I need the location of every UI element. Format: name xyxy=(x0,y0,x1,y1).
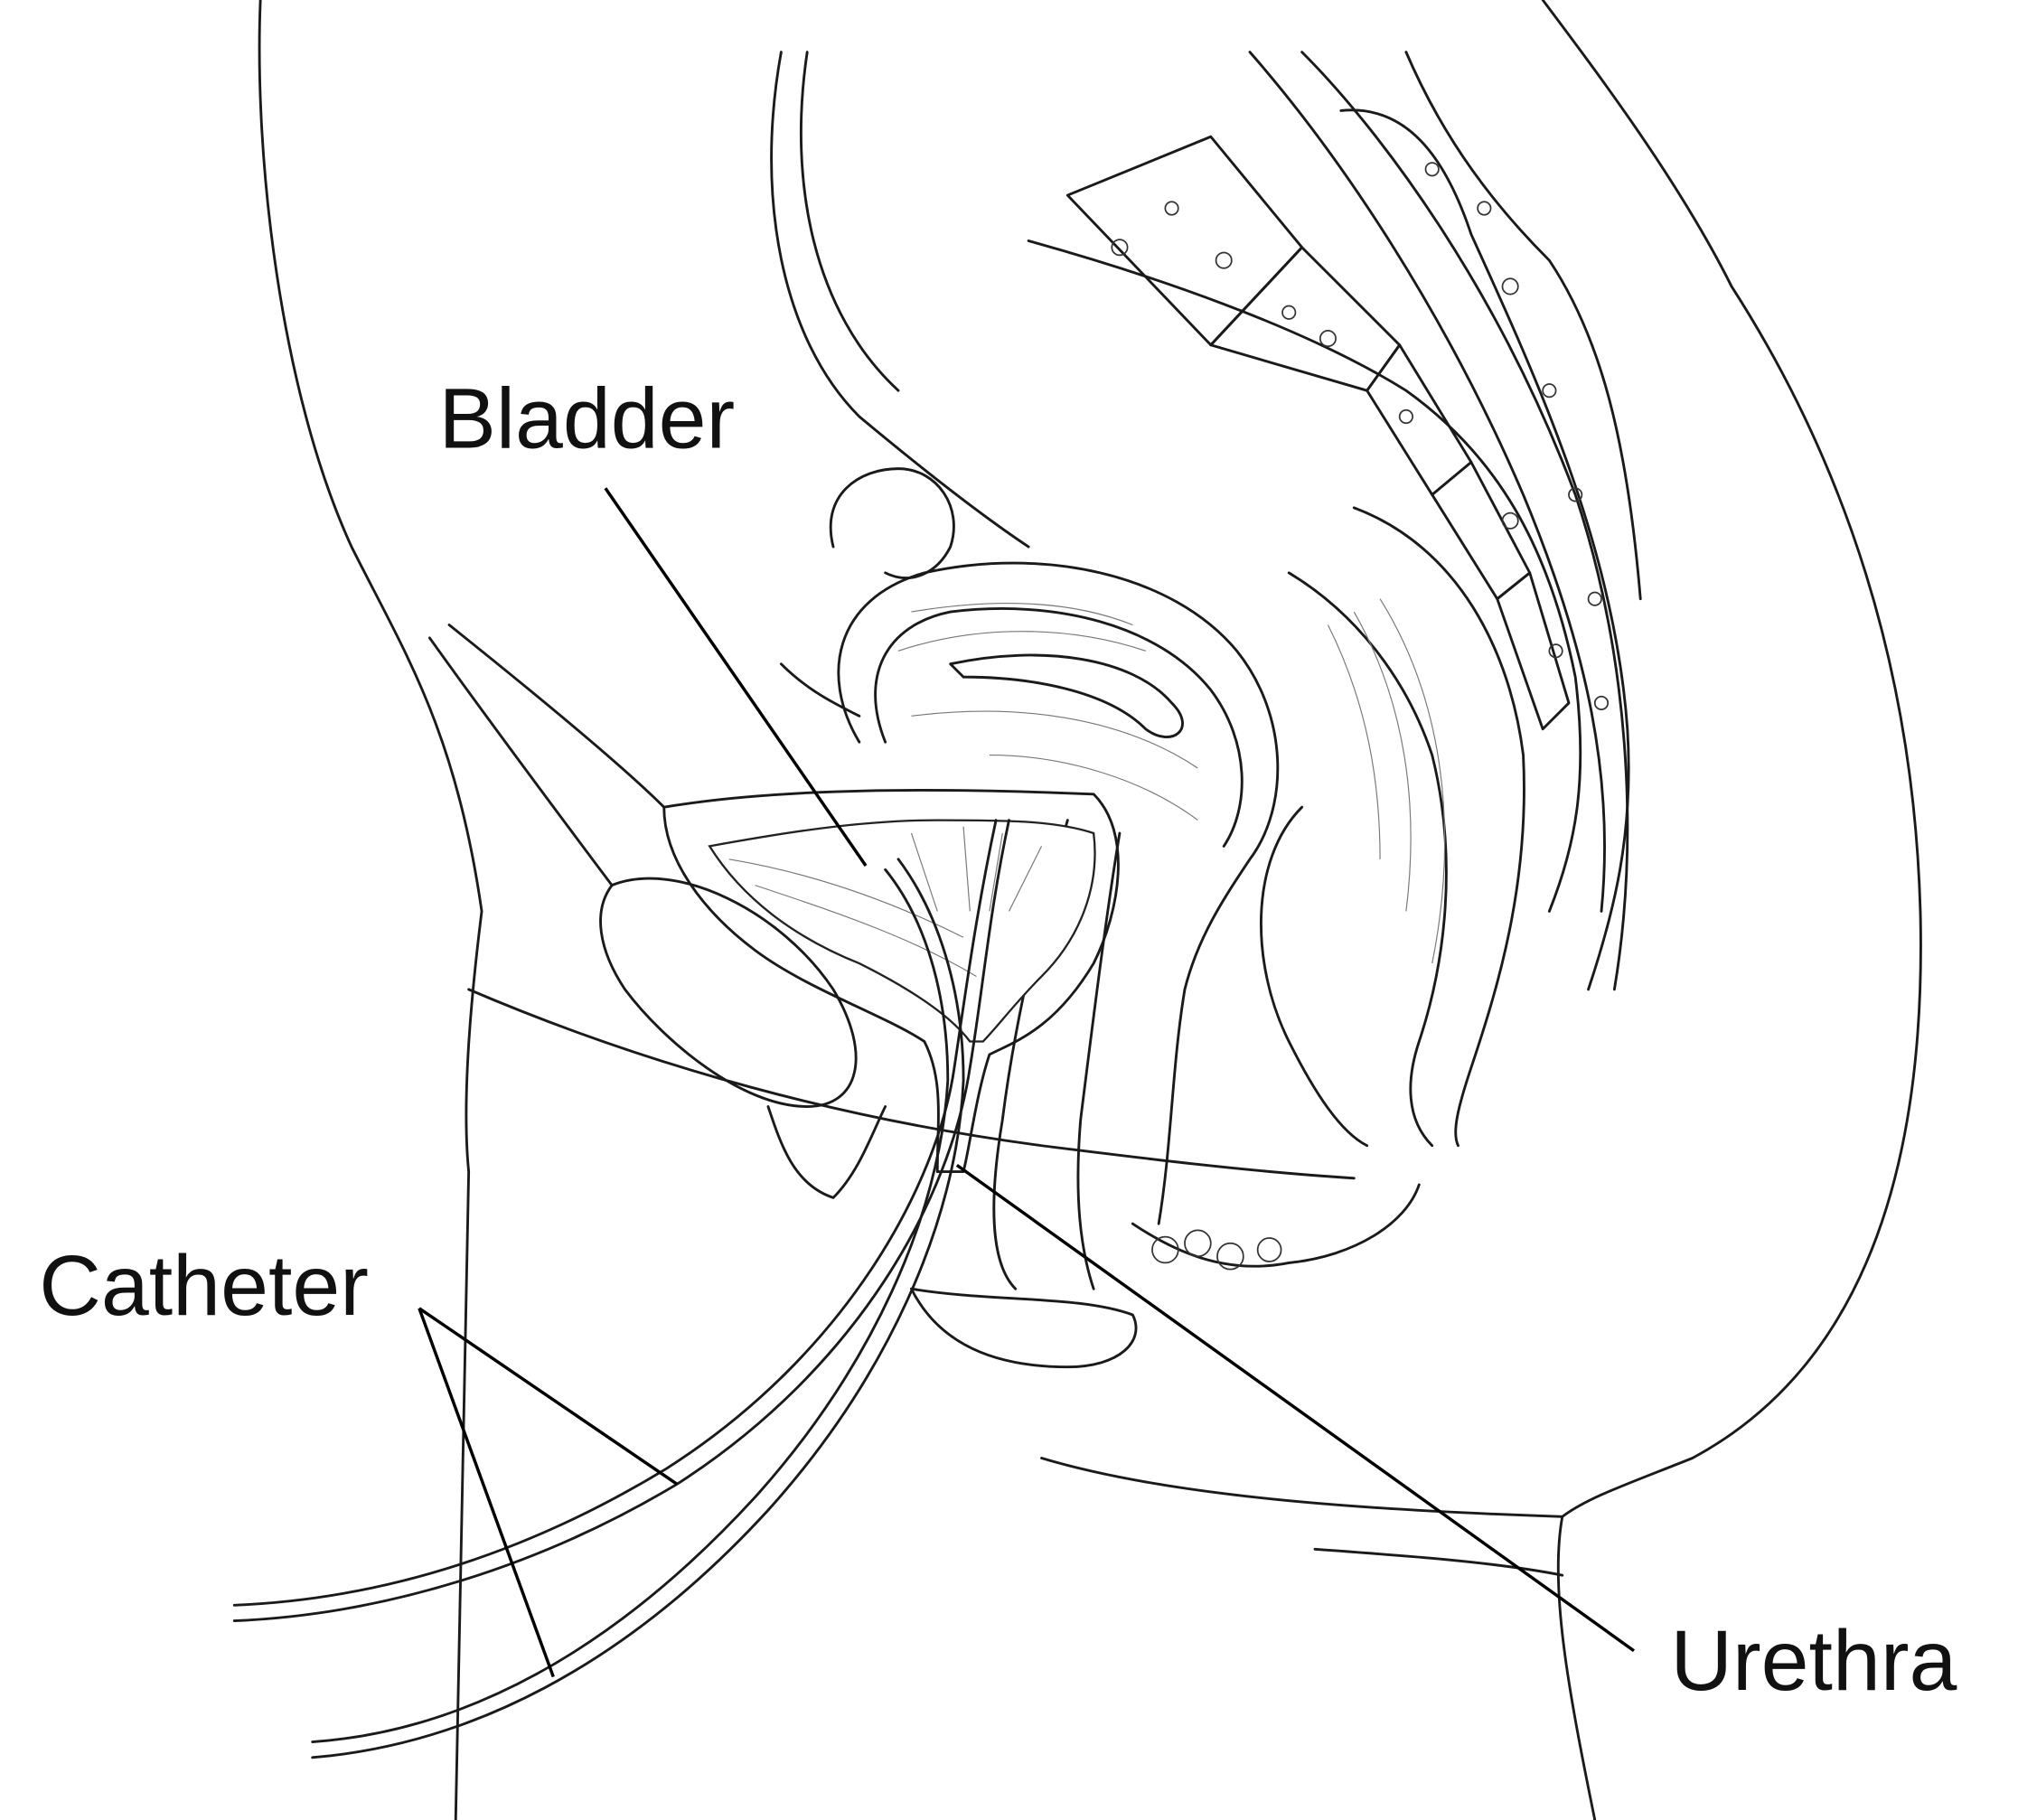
spine-sacrum xyxy=(1027,51,1642,991)
catheter-label: Catheter xyxy=(39,1238,369,1334)
abdominal-wall xyxy=(770,51,1030,549)
perineum xyxy=(910,1183,1421,1369)
bladder-label: Bladder xyxy=(439,371,736,467)
urethra-label: Urethra xyxy=(1670,1613,1957,1709)
bladder-leader-line xyxy=(604,487,868,868)
rectum xyxy=(1260,506,1525,1148)
bladder xyxy=(662,789,1120,1174)
catheter xyxy=(232,819,1010,1759)
catheter-leader-line-1 xyxy=(418,1307,679,1486)
pubic-bone xyxy=(427,624,887,1199)
catheter-leader-line-2 xyxy=(418,1308,555,1678)
uterus xyxy=(779,467,1280,1225)
body-outline xyxy=(258,0,1922,1820)
urethra-leader-line xyxy=(955,1163,1636,1653)
